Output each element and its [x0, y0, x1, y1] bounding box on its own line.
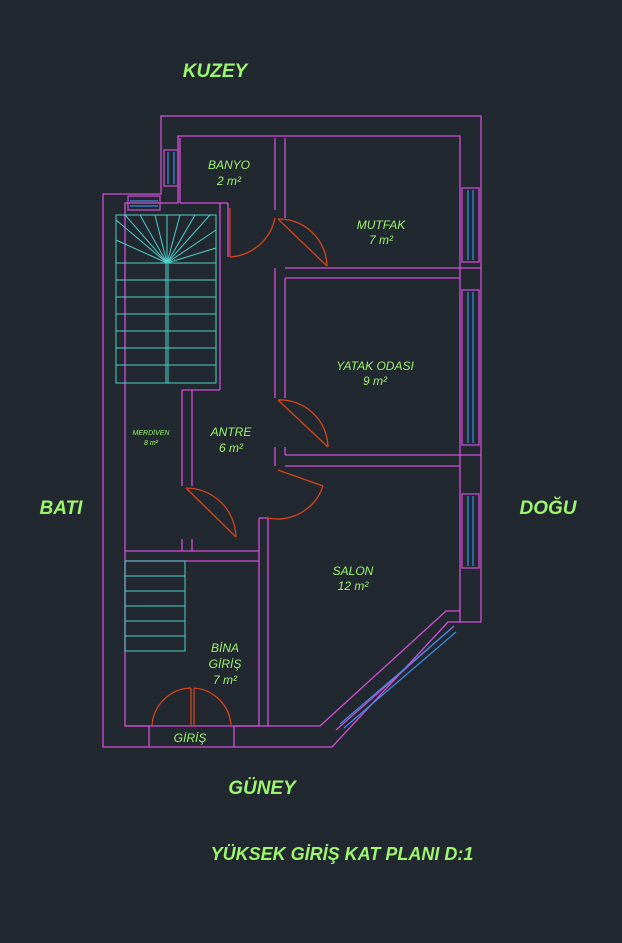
- door-stair: [185, 487, 237, 538]
- room-bina-line1: BİNA: [211, 641, 239, 655]
- window-salon-east: [461, 493, 480, 569]
- doors: [151, 208, 329, 727]
- room-antre-name: ANTRE: [210, 425, 253, 439]
- stair-lower: [124, 560, 186, 652]
- door-bathroom: [229, 208, 276, 258]
- door-bedroom: [277, 399, 329, 448]
- door-entrance: [151, 687, 232, 727]
- north-label: KUZEY: [183, 61, 250, 82]
- room-mutfak-area: 7 m²: [369, 233, 394, 247]
- room-salon-area: 12 m²: [338, 579, 370, 593]
- room-salon-name: SALON: [333, 564, 374, 578]
- door-salon: [267, 469, 324, 520]
- room-bina-line2: GİRİŞ: [209, 657, 242, 671]
- plan-title: YÜKSEK GİRİŞ KAT PLANI D:1: [211, 844, 474, 864]
- labels: KUZEY GÜNEY BATI DOĞU BANYO 2 m² MUTFAK …: [40, 61, 578, 864]
- west-label: BATI: [40, 498, 84, 519]
- window-kitchen: [461, 187, 480, 263]
- window-bedroom: [461, 289, 480, 446]
- room-merdiven-name: MERDİVEN: [133, 429, 171, 437]
- room-mutfak-name: MUTFAK: [357, 218, 406, 232]
- south-label: GÜNEY: [228, 778, 298, 799]
- east-label: DOĞU: [520, 497, 578, 519]
- room-yatak-area: 9 m²: [363, 374, 388, 388]
- window-salon-bay: [335, 625, 457, 731]
- room-bina-area: 7 m²: [213, 673, 238, 687]
- room-antre-area: 6 m²: [219, 441, 244, 455]
- room-banyo-name: BANYO: [208, 158, 250, 172]
- entrance-label: GİRİŞ: [174, 731, 207, 745]
- inner-wall-outline: [124, 135, 461, 727]
- windows: [127, 149, 480, 731]
- stair-upper: [115, 214, 217, 384]
- room-merdiven-area: 8 m²: [144, 440, 159, 447]
- room-yatak-name: YATAK ODASI: [336, 359, 414, 373]
- door-kitchen: [277, 218, 328, 267]
- outer-wall: [102, 115, 482, 748]
- room-banyo-area: 2 m²: [216, 174, 242, 188]
- window-bathroom: [163, 149, 179, 187]
- window-stair: [127, 195, 161, 211]
- stairs: [115, 214, 217, 652]
